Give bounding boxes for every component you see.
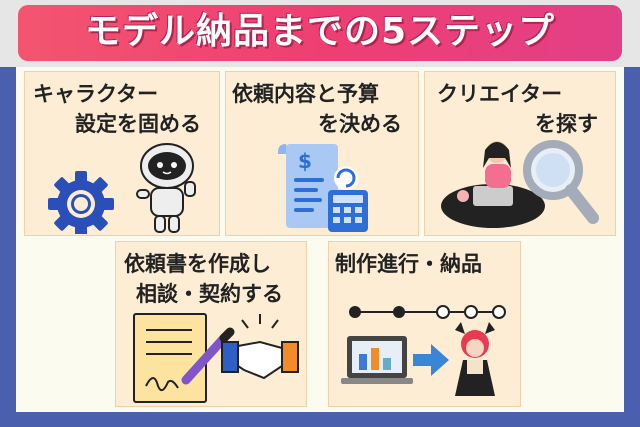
laptop-icon: [341, 336, 413, 384]
contract-handshake-illustration: [133, 313, 299, 403]
desk-icon: [441, 184, 545, 228]
character-model-icon: [455, 322, 495, 396]
person-icon: [483, 141, 511, 188]
invoice-icon: $: [278, 144, 338, 228]
creator-search-illustration: [441, 140, 599, 228]
svg-text:$: $: [298, 149, 312, 173]
step-label-line2: を決める: [318, 112, 402, 136]
page-title: モデル納品までの5ステップ: [84, 11, 556, 52]
title-banner: モデル納品までの5ステップ: [0, 0, 640, 67]
banner-bar: [18, 5, 622, 61]
step-label-line1: 依頼書を作成し: [124, 252, 271, 276]
step-label-line2: 相談・契約する: [136, 282, 283, 306]
gear-icon: [48, 171, 114, 234]
step-card-delivery: 制作進行・納品: [328, 241, 521, 407]
step-label-line1: 制作進行・納品: [335, 252, 482, 276]
step-label-line2: を探す: [535, 112, 598, 136]
handshake-icon: [221, 314, 299, 380]
step-label-line1: キャラクター: [33, 82, 159, 106]
step-label-line1: 依頼内容と予算: [232, 82, 379, 106]
step-card-character: キャラクター 設定を固める: [24, 71, 220, 236]
step-label-line2: 設定を固める: [75, 112, 201, 136]
magnifier-icon: [523, 140, 599, 224]
robot-icon: [136, 143, 196, 233]
progress-delivery-illustration: [341, 305, 506, 396]
pen-icon: [181, 327, 235, 385]
invoice-calculator-illustration: $: [278, 144, 368, 232]
step-card-budget: 依頼内容と予算 を決める $: [225, 71, 419, 236]
step-card-creator: クリエイター を探す: [424, 71, 616, 236]
refresh-icon: [334, 166, 358, 190]
progress-steps: [349, 305, 506, 319]
document-icon: [133, 313, 207, 403]
step-label-line1: クリエイター: [437, 82, 563, 106]
step-card-contract: 依頼書を作成し 相談・契約する: [115, 241, 307, 407]
calculator-icon: [328, 190, 368, 232]
gear-robot-illustration: [48, 143, 196, 234]
arrow-icon: [413, 344, 449, 376]
